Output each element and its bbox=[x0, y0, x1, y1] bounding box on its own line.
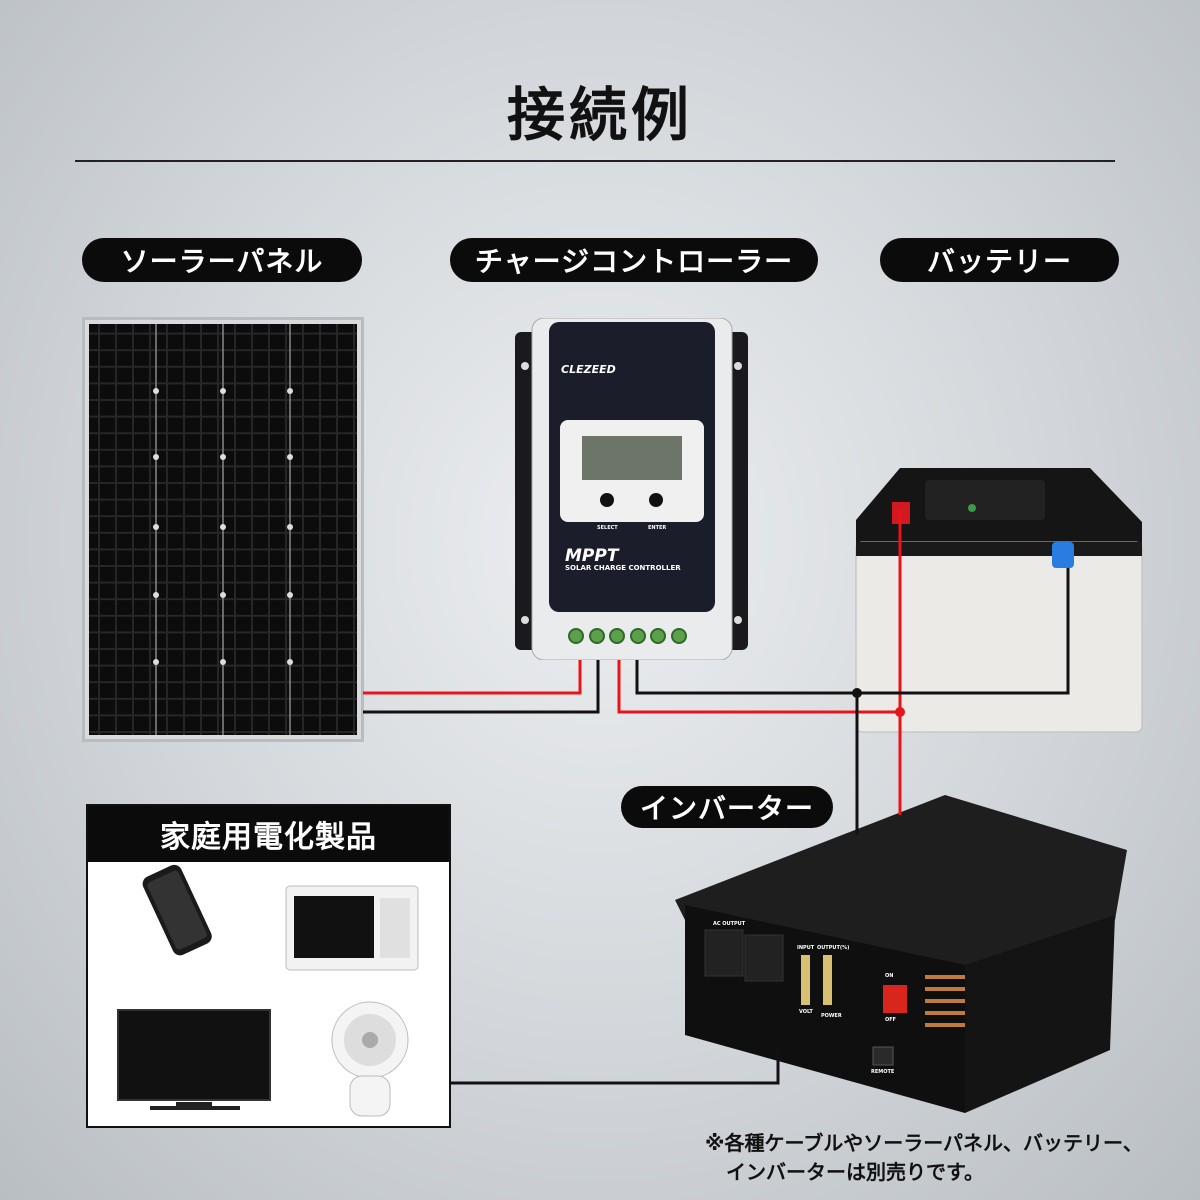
footnote-line-1: ※各種ケーブルやソーラーパネル、バッテリー、 bbox=[705, 1131, 1143, 1155]
page-title: 接続例 bbox=[506, 81, 693, 149]
controller-brand: CLEZEED bbox=[561, 363, 616, 376]
volt-label: VOLT bbox=[799, 1009, 813, 1015]
battery-positive-wire bbox=[617, 510, 902, 714]
controller-model: MPPT bbox=[565, 546, 619, 566]
footnote-line-2: インバーターは別売りです。 bbox=[726, 1160, 984, 1184]
appliances-images bbox=[117, 864, 419, 1117]
select-button-label: SELECT bbox=[597, 525, 618, 531]
appliance-wire bbox=[451, 1050, 780, 1085]
power-label: POWER bbox=[821, 1013, 842, 1019]
label-battery: バッテリー bbox=[880, 238, 1119, 282]
title-divider bbox=[75, 160, 1115, 162]
panel-negative-wire bbox=[363, 660, 600, 714]
smartphone-icon bbox=[142, 864, 212, 956]
television-icon bbox=[117, 1009, 271, 1110]
label-inverter: インバーター bbox=[621, 786, 833, 828]
output-label: OUTPUT(%) bbox=[817, 945, 850, 951]
input-label: INPUT bbox=[797, 945, 815, 951]
remote-label: REMOTE bbox=[871, 1069, 895, 1075]
label-solar-panel: ソーラーパネル bbox=[82, 238, 362, 282]
fan-icon bbox=[331, 1001, 409, 1117]
panel-positive-wire bbox=[363, 660, 582, 695]
positive-junction bbox=[895, 707, 905, 717]
label-charge-controller: チャージコントローラー bbox=[450, 238, 818, 282]
off-label: OFF bbox=[885, 1017, 897, 1023]
controller-subtitle: SOLAR CHARGE CONTROLLER bbox=[565, 564, 681, 572]
appliances-title: 家庭用電化製品 bbox=[88, 806, 449, 862]
microwave-icon bbox=[285, 885, 419, 971]
charge-controller-image: CLEZEED SELECT ENTER MPPT SOLAR CHARGE C… bbox=[515, 318, 748, 660]
solar-panel-image bbox=[82, 317, 364, 742]
enter-button-label: ENTER bbox=[648, 525, 667, 531]
negative-junction bbox=[852, 688, 862, 698]
inverter-image: AC OUTPUT INPUT OUTPUT(%) VOLT POWER ON … bbox=[675, 795, 1127, 1113]
battery-image bbox=[855, 468, 1143, 733]
ac-output-label: AC OUTPUT bbox=[713, 921, 746, 927]
on-label: ON bbox=[885, 973, 894, 979]
battery-negative-wire bbox=[635, 568, 1070, 695]
appliances-box: 家庭用電化製品 bbox=[86, 804, 451, 1128]
